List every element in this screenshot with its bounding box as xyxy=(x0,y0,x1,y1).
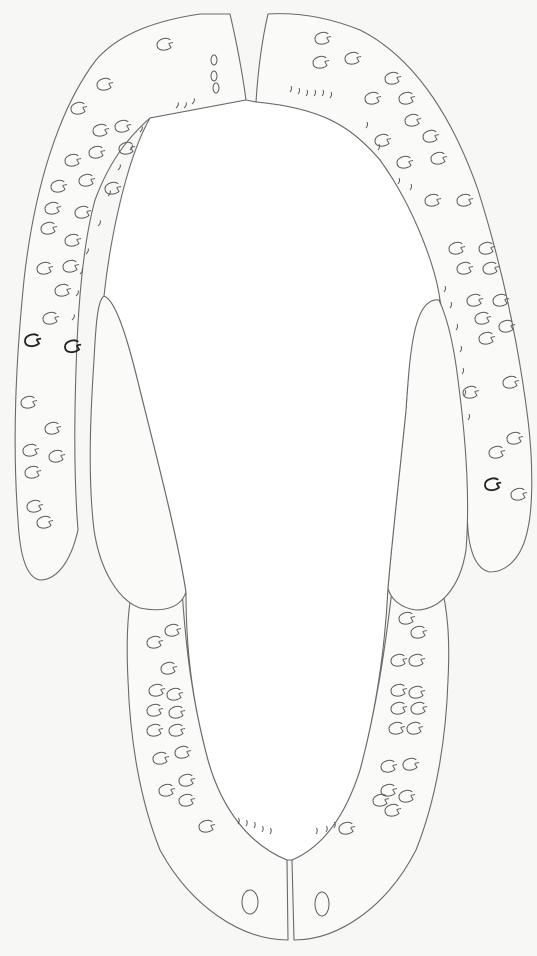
wall-tick xyxy=(86,248,88,254)
wall-tick xyxy=(98,220,100,226)
wall-tick xyxy=(118,164,120,170)
cell-mark xyxy=(105,182,121,194)
